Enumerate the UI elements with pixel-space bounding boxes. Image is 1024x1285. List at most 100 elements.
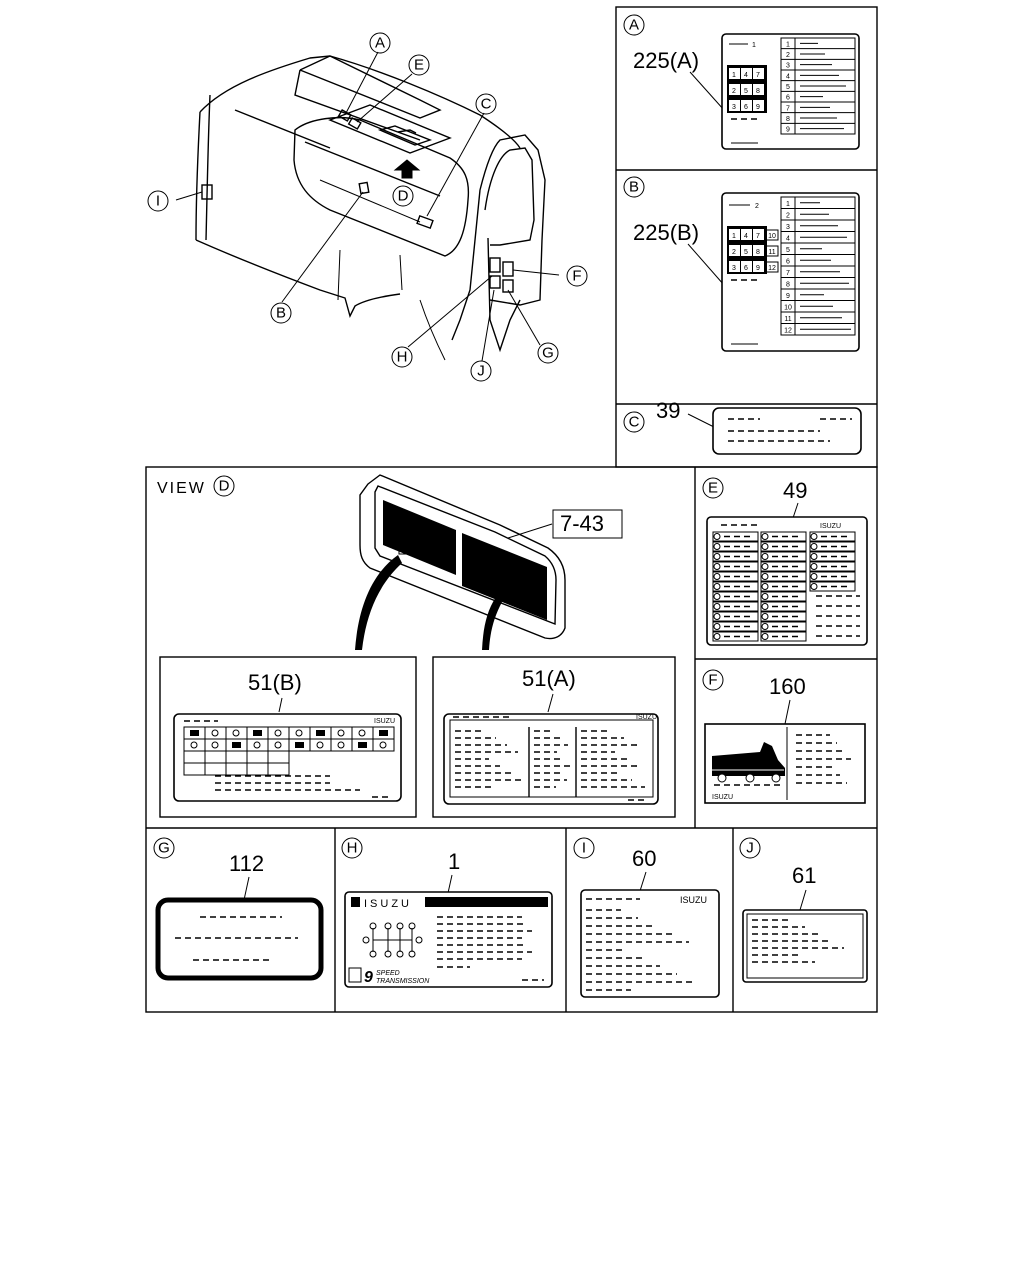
symbol-icon <box>274 741 282 749</box>
label-e-bullet <box>713 573 721 580</box>
svg-text:SPEED: SPEED <box>376 970 400 977</box>
svg-text:10: 10 <box>768 233 776 240</box>
svg-text:H: H <box>397 349 408 366</box>
label-b-row-number: 1 <box>786 201 790 208</box>
svg-text:E: E <box>708 480 718 497</box>
svg-text:3: 3 <box>732 104 736 111</box>
svg-text:D: D <box>219 478 230 495</box>
label-e-cell <box>760 601 807 612</box>
label-e-cell <box>712 611 759 622</box>
label-e-bullet <box>713 533 721 540</box>
label-b-row-number: 2 <box>786 212 790 219</box>
svg-text:1: 1 <box>732 233 736 240</box>
symbol-icon <box>232 742 241 748</box>
callout-leaders <box>175 51 560 362</box>
svg-text:9: 9 <box>364 969 373 986</box>
svg-text:6: 6 <box>744 265 748 272</box>
label-e-cell <box>712 561 759 572</box>
symbol-icon <box>337 741 345 749</box>
part-number-39: 39 <box>656 398 680 423</box>
symbol-icon <box>379 730 388 736</box>
svg-text:C: C <box>629 414 640 431</box>
label-b-row-number: 7 <box>786 270 790 277</box>
label-e-bullet <box>713 553 721 560</box>
label-e-cell <box>760 551 807 562</box>
label-e-bullet <box>761 553 769 560</box>
label-b-row-number: 5 <box>786 247 790 254</box>
callout-A: A <box>369 32 391 54</box>
panel-j: J 61 <box>739 837 868 983</box>
label-e-bullet <box>761 563 769 570</box>
svg-text:8: 8 <box>756 249 760 256</box>
label-a-row-number: 3 <box>786 63 790 70</box>
svg-text:12: 12 <box>768 265 776 272</box>
part-number-51a: 51(A) <box>522 666 576 691</box>
svg-text:7: 7 <box>756 233 760 240</box>
callout-H: H <box>391 346 413 368</box>
label-e-bullet <box>761 533 769 540</box>
svg-text:D: D <box>398 188 409 205</box>
symbol-icon <box>358 729 366 737</box>
part-number-112: 112 <box>229 851 264 876</box>
svg-text:H: H <box>347 840 358 857</box>
label-e-bullet <box>713 543 721 550</box>
label-b-row-number: 10 <box>784 304 792 311</box>
svg-text:ISUZU: ISUZU <box>712 794 733 801</box>
label-e-bullet <box>761 633 769 640</box>
label-e-bullet <box>761 593 769 600</box>
svg-text:9: 9 <box>756 104 760 111</box>
label-b-row-number: 9 <box>786 293 790 300</box>
symbol-icon <box>253 730 262 736</box>
svg-text:11: 11 <box>768 249 775 256</box>
svg-text:6: 6 <box>744 104 748 111</box>
svg-text:1: 1 <box>752 42 756 49</box>
svg-text:A: A <box>629 17 639 34</box>
svg-text:8: 8 <box>756 88 760 95</box>
label-e-cell <box>760 561 807 572</box>
svg-text:G: G <box>158 840 170 857</box>
callout-I: I <box>147 190 169 212</box>
part-number-160: 160 <box>769 674 806 699</box>
label-e-cell <box>760 611 807 622</box>
symbol-icon <box>253 741 261 749</box>
panel-h: H 1 ISUZU 9 SPEED TRANSMISSION <box>341 837 553 988</box>
svg-text:2: 2 <box>755 203 759 210</box>
symbol-icon <box>358 742 367 748</box>
part-number-51b: 51(B) <box>248 670 302 695</box>
svg-text:F: F <box>708 672 717 689</box>
svg-text:B: B <box>629 179 639 196</box>
svg-text:4: 4 <box>744 233 748 240</box>
svg-text:2: 2 <box>732 88 736 95</box>
svg-text:B: B <box>276 305 286 322</box>
symbol-icon <box>295 742 304 748</box>
svg-text:I: I <box>582 840 586 857</box>
symbol-icon <box>211 741 219 749</box>
label-a-row-number: 8 <box>786 116 790 123</box>
svg-text:5: 5 <box>744 88 748 95</box>
svg-text:G: G <box>542 345 554 362</box>
shift-pattern-icon <box>362 922 423 958</box>
panel-e: E 49 ISUZU <box>702 477 868 646</box>
svg-text:C: C <box>481 96 492 113</box>
label-a-row-number: 4 <box>786 73 790 80</box>
callout-D: D <box>392 185 414 207</box>
symbol-cell <box>267 762 290 776</box>
label-e-cell <box>809 581 856 592</box>
label-e-cell <box>712 601 759 612</box>
label-a-row-number: 5 <box>786 84 790 91</box>
callout-F: F <box>566 265 588 287</box>
symbol-icon <box>295 729 303 737</box>
svg-text:9: 9 <box>756 265 760 272</box>
view-label: VIEW <box>157 480 206 497</box>
label-e-cell <box>809 531 856 542</box>
label-e-bullet <box>713 583 721 590</box>
label-e-bullet <box>713 563 721 570</box>
label-b-row-number: 12 <box>784 327 792 334</box>
svg-text:J: J <box>477 363 485 380</box>
symbol-icon <box>190 741 198 749</box>
svg-text:3: 3 <box>732 265 736 272</box>
svg-text:I: I <box>156 193 160 210</box>
label-b-row-number: 3 <box>786 224 790 231</box>
label-e-bullet <box>713 593 721 600</box>
label-b-row-number: 6 <box>786 258 790 265</box>
